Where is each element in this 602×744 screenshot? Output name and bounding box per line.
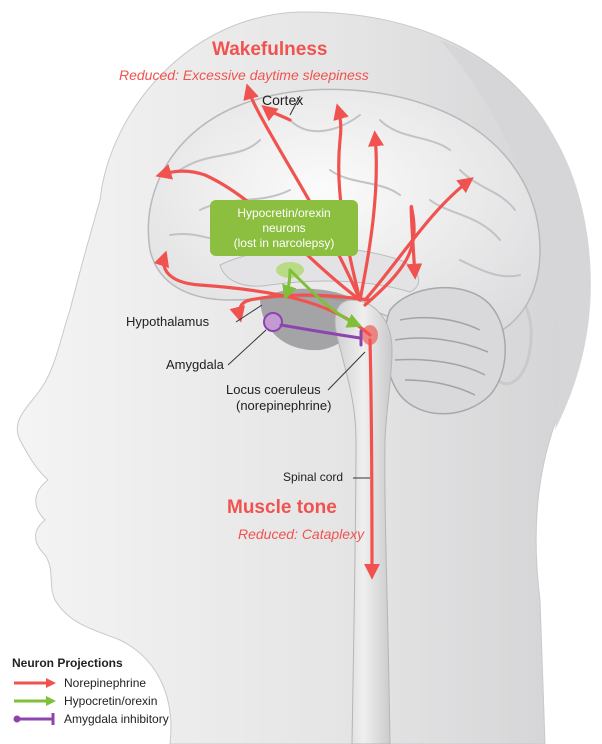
neurons-label-line3: (lost in narcolepsy) <box>210 236 358 251</box>
green-arrow-icon <box>12 694 58 708</box>
purple-inhibitory-icon <box>12 712 58 726</box>
neurons-label-line2: neurons <box>210 221 358 236</box>
legend-item-amygdala: Amygdala inhibitory <box>12 710 169 728</box>
legend-title: Neuron Projections <box>12 656 169 670</box>
legend-label: Norepinephrine <box>64 676 146 690</box>
legend-label: Amygdala inhibitory <box>64 712 169 726</box>
cerebellum <box>385 288 505 414</box>
muscle-tone-reduced: Reduced: Cataplexy <box>238 526 364 542</box>
spinal-cord-label: Spinal cord <box>283 470 343 484</box>
locus-coeruleus-label: Locus coeruleus <box>226 382 321 397</box>
legend-item-hypocretin: Hypocretin/orexin <box>12 692 169 710</box>
hypocretin-neurons-box: Hypocretin/orexin neurons (lost in narco… <box>210 200 358 256</box>
neurons-label-line1: Hypocretin/orexin <box>210 206 358 221</box>
wakefulness-title: Wakefulness <box>212 39 327 61</box>
legend-label: Hypocretin/orexin <box>64 694 157 708</box>
amygdala-label: Amygdala <box>166 357 224 372</box>
cortex-label: Cortex <box>262 92 303 108</box>
amygdala-spot <box>264 313 282 331</box>
legend: Neuron Projections Norepinephrine Hypocr… <box>12 656 169 728</box>
legend-item-norepinephrine: Norepinephrine <box>12 674 169 692</box>
hypothalamus-label: Hypothalamus <box>126 314 209 329</box>
locus-coeruleus-sublabel: (norepinephrine) <box>236 398 331 413</box>
wakefulness-reduced: Reduced: Excessive daytime sleepiness <box>119 67 369 83</box>
muscle-tone-title: Muscle tone <box>227 497 337 519</box>
red-arrow-icon <box>12 676 58 690</box>
